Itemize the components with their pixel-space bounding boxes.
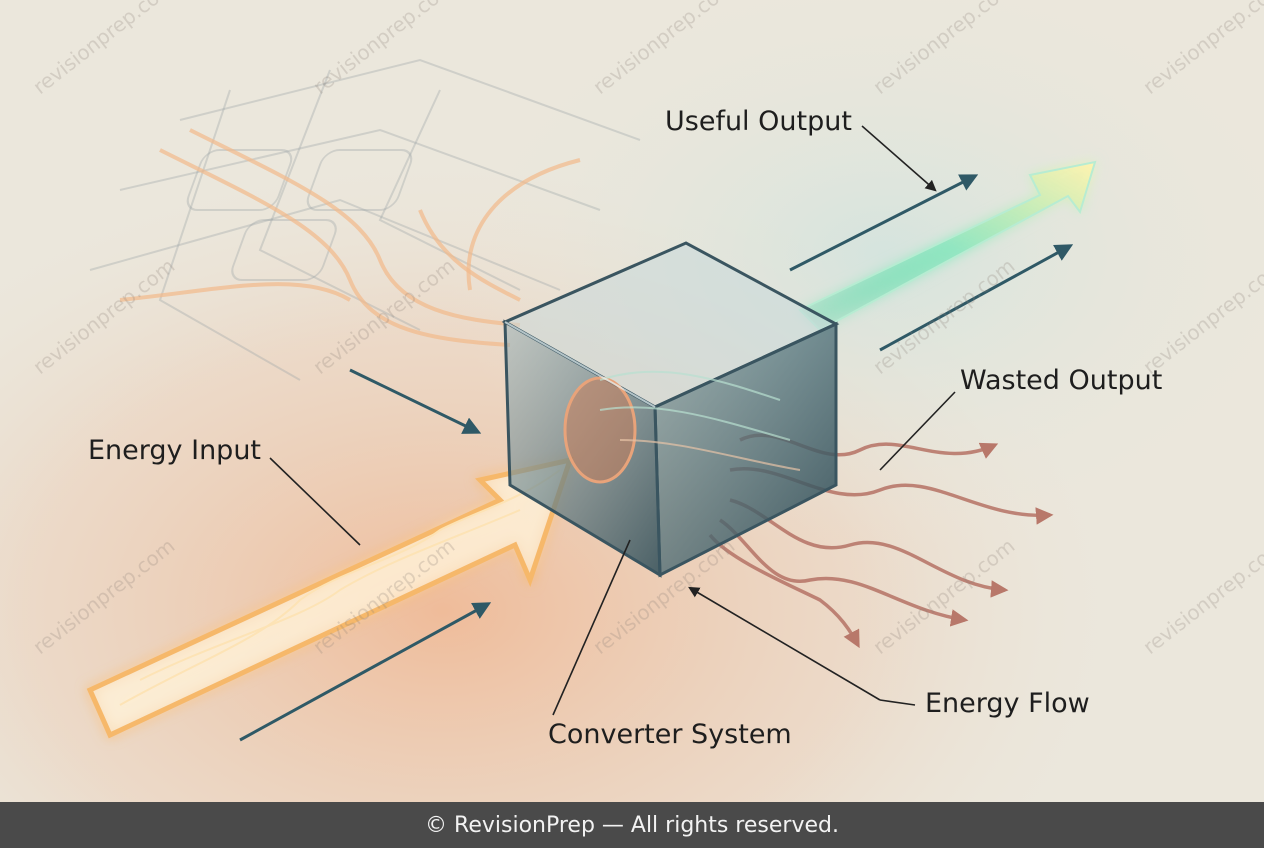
energy-input-label: Energy Input xyxy=(88,435,262,466)
background-grid xyxy=(89,58,641,381)
energy-traces xyxy=(119,128,581,347)
useful-output-beam xyxy=(798,160,1097,332)
copyright-footer: © RevisionPrep — All rights reserved. xyxy=(0,802,1264,848)
footer-text: © RevisionPrep — All rights reserved. xyxy=(425,812,839,838)
wasted-output-label: Wasted Output xyxy=(960,365,1163,396)
useful-output-label: Useful Output xyxy=(665,106,852,137)
energy-input-beam xyxy=(86,456,574,739)
energy-flow-label: Energy Flow xyxy=(925,688,1090,719)
converter-system-label: Converter System xyxy=(548,719,792,750)
converter-cube xyxy=(501,241,840,578)
flow-arrows xyxy=(239,174,1074,742)
leader-lines xyxy=(269,125,956,716)
